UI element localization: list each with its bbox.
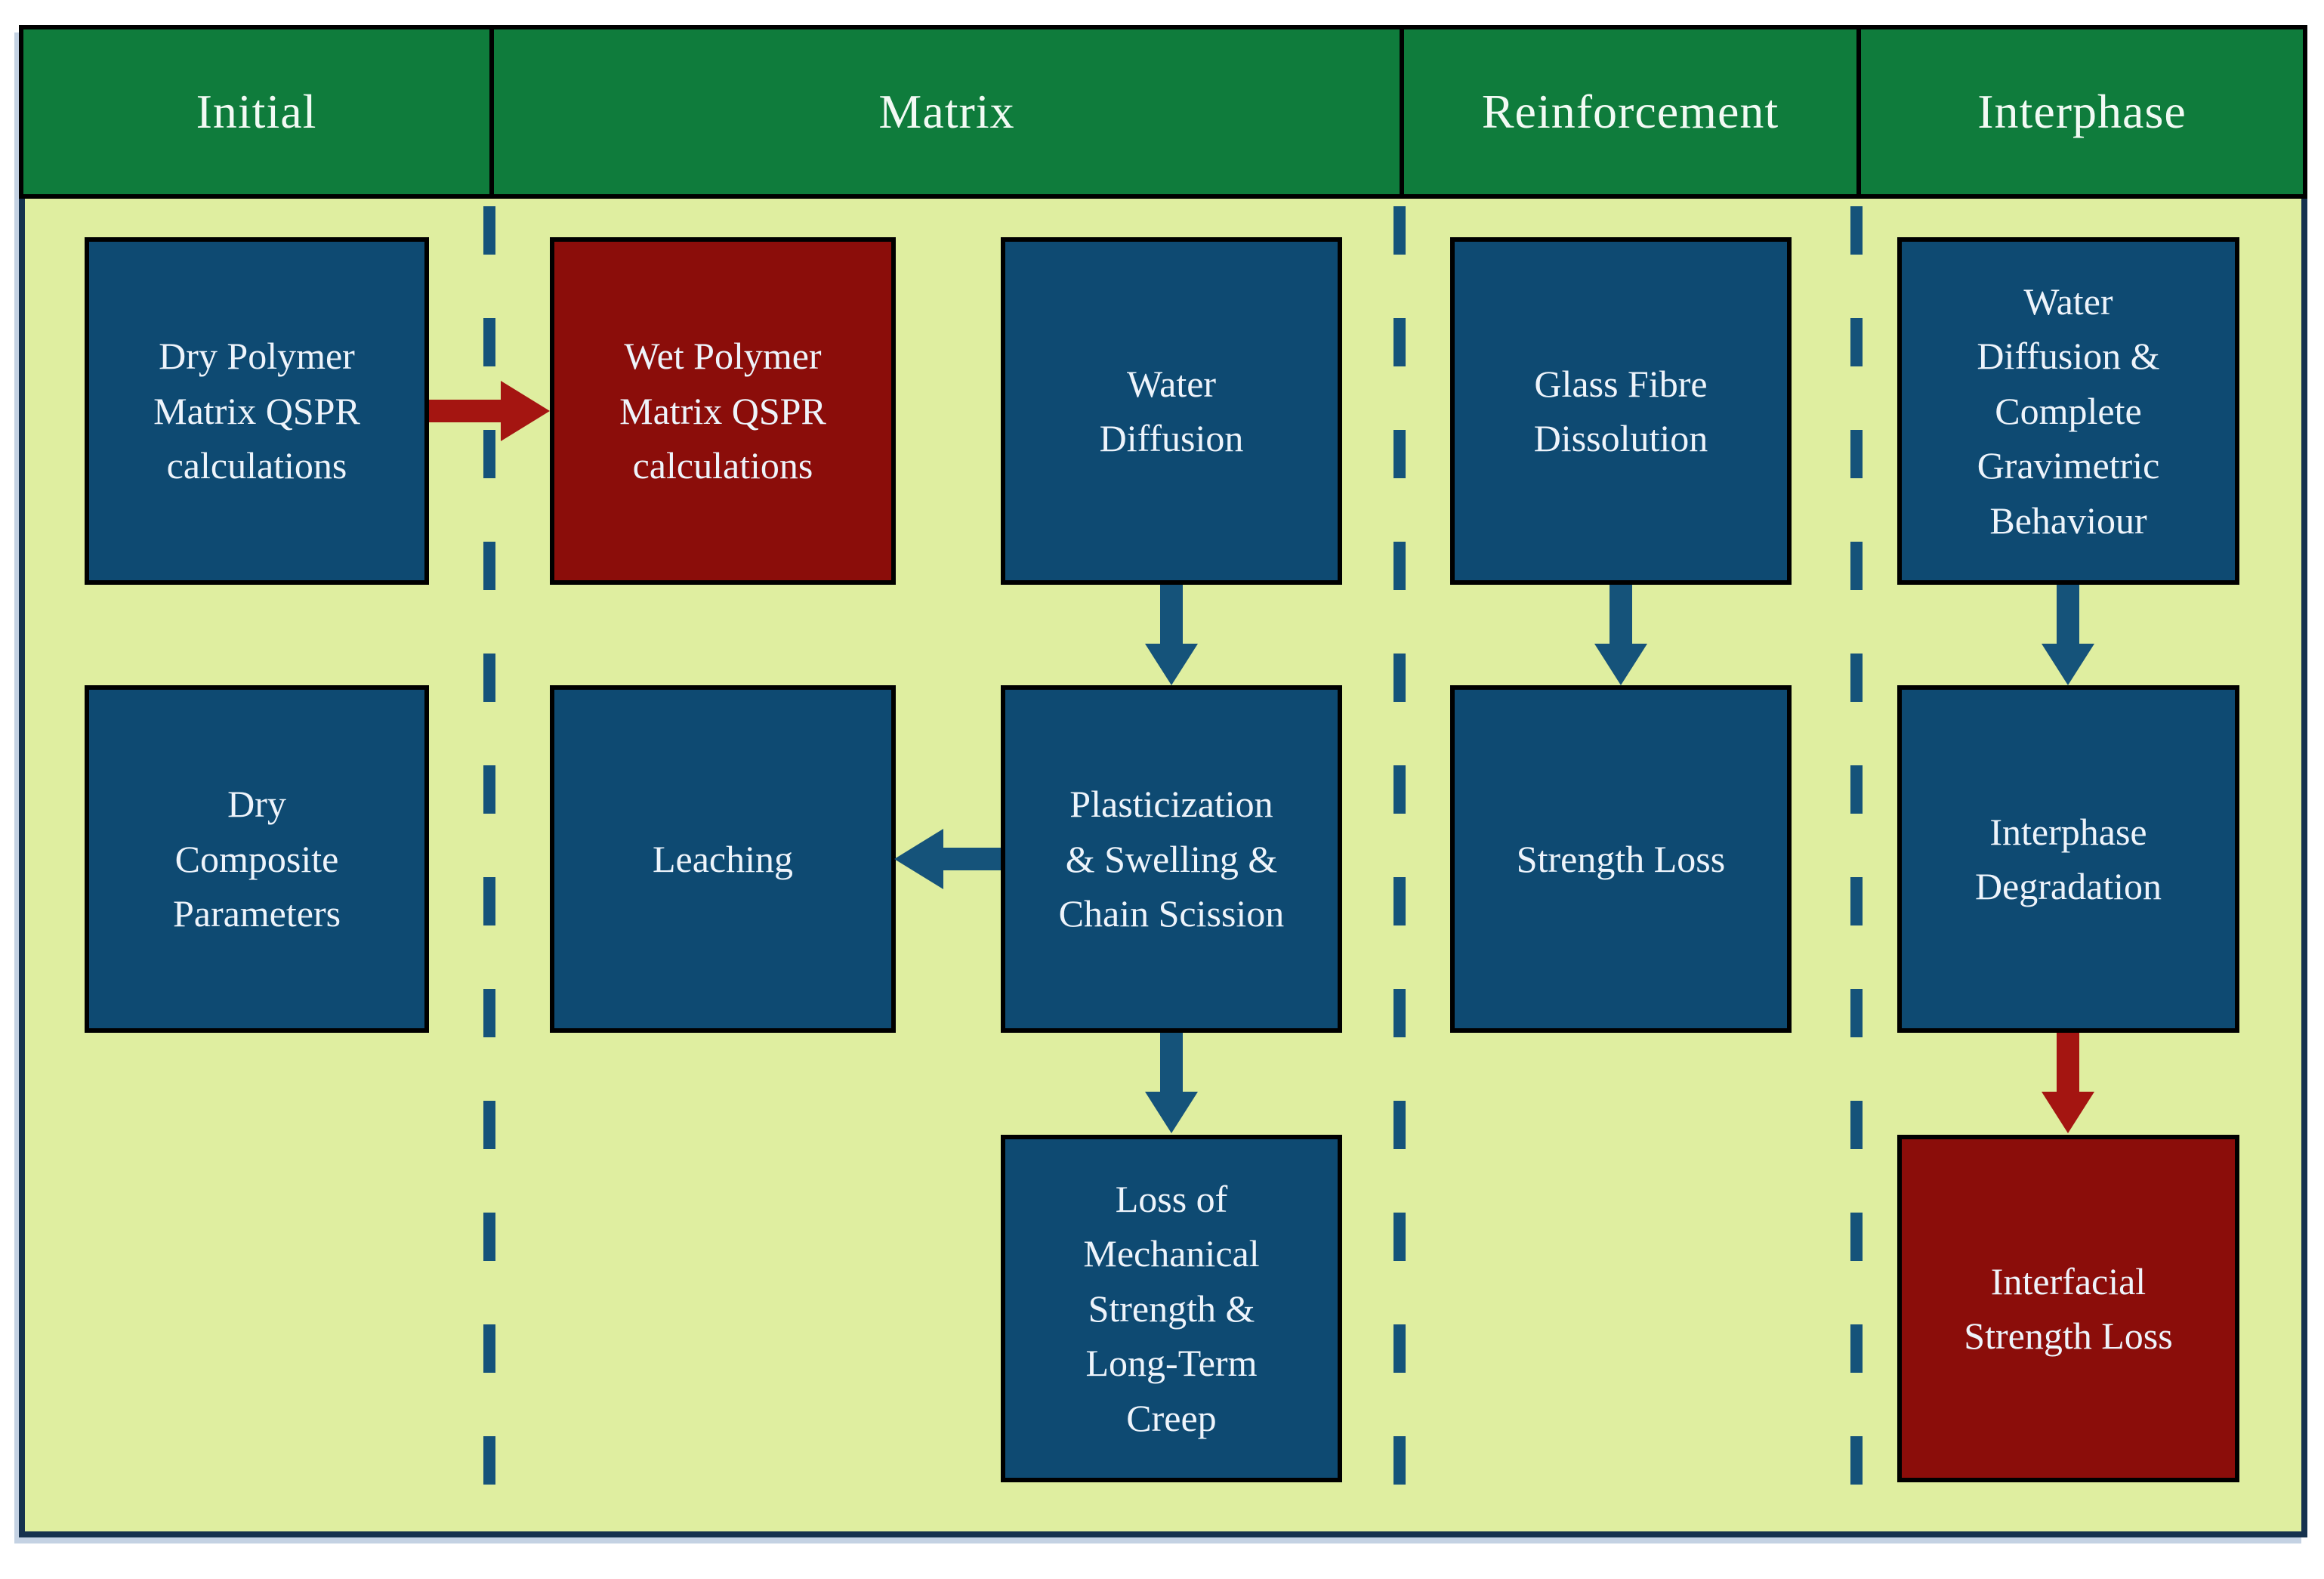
arrow-shaft [942,848,1001,870]
composite-degradation-flowchart: Initial Matrix Reinforcement Interphase … [19,25,2307,1537]
header-column-matrix: Matrix [489,29,1400,194]
box-label: Dry Polymer Matrix QSPR calculations [153,335,360,487]
flow-arrow-plasticization-to-leaching [894,829,1001,889]
box-label: Interfacial Strength Loss [1964,1259,2173,1358]
flow-arrow-plasticization-to-loss-mechanical [1145,1033,1198,1135]
box-water-diffusion: Water Diffusion [1001,237,1342,585]
box-leaching: Leaching [550,685,896,1033]
box-strength-loss: Strength Loss [1450,685,1792,1033]
flow-arrow-glass-fibre-to-strength-loss [1594,585,1647,685]
arrow-shaft [1610,585,1632,645]
box-glass-fibre-dissolution: Glass Fibre Dissolution [1450,237,1792,585]
arrow-shaft [2057,585,2079,645]
arrow-down-head-icon [2042,1092,2094,1133]
flow-arrow-dry-to-wet-polymer [429,381,550,441]
box-water-diffusion-gravimetric: Water Diffusion & Complete Gravimetric B… [1897,237,2239,585]
header-column-interphase: Interphase [1856,29,2303,194]
header-row: Initial Matrix Reinforcement Interphase [19,25,2307,199]
box-label: Strength Loss [1516,837,1726,880]
arrow-down-head-icon [1594,644,1647,685]
box-label: Loss of Mechanical Strength & Long-Term … [1083,1177,1260,1439]
box-label: Leaching [652,837,793,880]
arrow-down-head-icon [1145,644,1198,685]
arrow-shaft [429,400,505,422]
arrow-shaft [1160,1033,1183,1093]
flow-arrow-gravimetric-to-interphase-degradation [2042,585,2094,685]
column-divider-dashed-line-1 [483,206,495,1528]
box-wet-polymer-qspr: Wet Polymer Matrix QSPR calculations [550,237,896,585]
arrow-shaft [1160,585,1183,645]
box-loss-mechanical-strength-creep: Loss of Mechanical Strength & Long-Term … [1001,1135,1342,1482]
box-label: Plasticization & Swelling & Chain Scissi… [1058,783,1285,935]
flow-arrow-water-diffusion-to-plasticization [1145,585,1198,685]
box-dry-composite-parameters: Dry Composite Parameters [85,685,429,1033]
box-dry-polymer-qspr: Dry Polymer Matrix QSPR calculations [85,237,429,585]
box-interfacial-strength-loss: Interfacial Strength Loss [1897,1135,2239,1482]
arrow-down-head-icon [1145,1092,1198,1133]
box-label: Glass Fibre Dissolution [1533,362,1708,460]
column-divider-dashed-line-3 [1850,206,1863,1528]
arrow-left-head-icon [894,829,943,889]
arrow-right-head-icon [501,381,550,441]
header-column-reinforcement: Reinforcement [1400,29,1856,194]
column-divider-dashed-line-2 [1393,206,1406,1528]
box-label: Interphase Degradation [1974,810,2162,908]
arrow-down-head-icon [2042,644,2094,685]
box-label: Dry Composite Parameters [172,783,341,935]
box-label: Water Diffusion [1099,362,1244,460]
flow-arrow-interphase-degradation-to-interfacial-loss [2042,1033,2094,1135]
arrow-shaft [2057,1033,2079,1093]
box-interphase-degradation: Interphase Degradation [1897,685,2239,1033]
header-column-initial: Initial [196,85,317,138]
box-label: Wet Polymer Matrix QSPR calculations [619,335,826,487]
box-label: Water Diffusion & Complete Gravimetric B… [1977,280,2160,542]
box-plasticization-swelling-chain-scission: Plasticization & Swelling & Chain Scissi… [1001,685,1342,1033]
